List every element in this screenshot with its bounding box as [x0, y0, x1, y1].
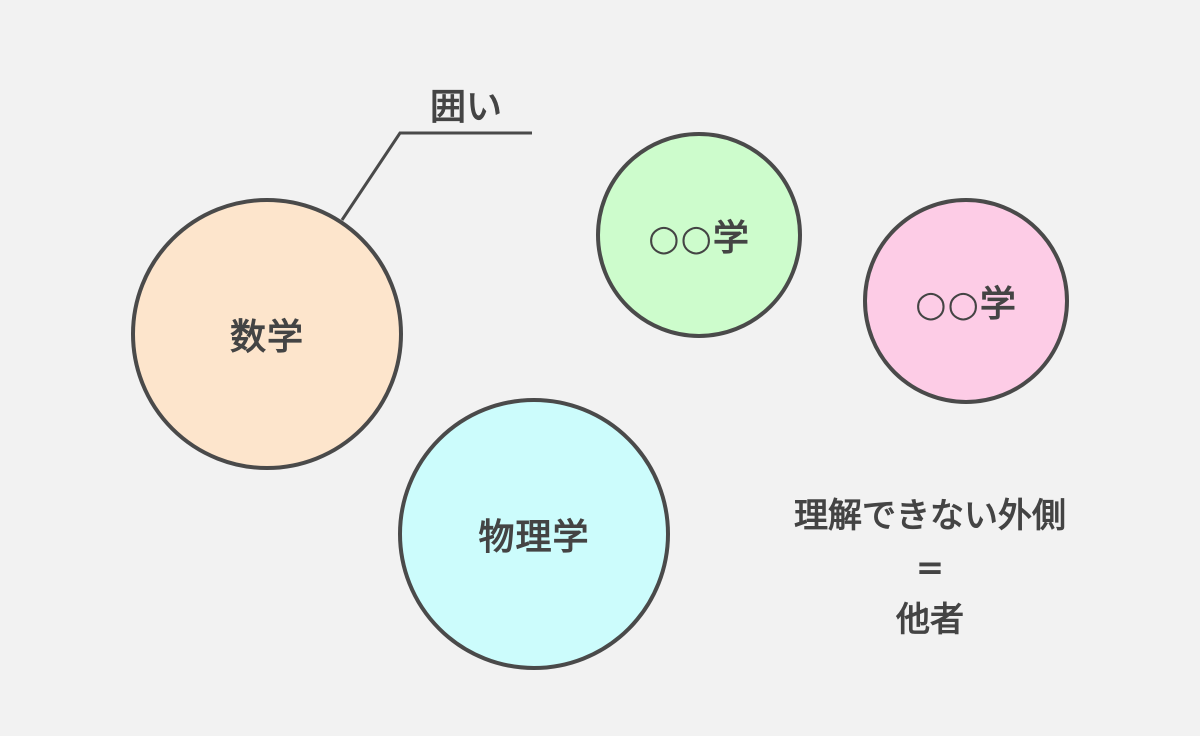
circle-math-label: 数学: [229, 317, 304, 358]
circle-green-placeholder: ○○: [648, 218, 713, 259]
circle-unknown-field-pink: ○○学: [863, 198, 1069, 404]
circle-pink-label: ○○学: [915, 275, 1017, 327]
circle-pink-placeholder: ○○: [915, 284, 980, 325]
caption-line-3: 他者: [896, 600, 964, 640]
circle-green-suffix: 学: [712, 218, 750, 259]
callout-leader-line: [340, 131, 532, 221]
circle-unknown-field-green: ○○学: [596, 132, 802, 338]
caption: 理解できない外側 = 他者: [740, 490, 1120, 646]
callout-label: 囲い: [429, 87, 502, 128]
caption-line-2: =: [915, 548, 945, 588]
circle-physics: 物理学: [398, 398, 670, 670]
caption-line-1: 理解できない外側: [794, 496, 1066, 536]
circle-physics-label: 物理学: [478, 517, 590, 558]
circle-math: 数学: [131, 198, 403, 470]
circle-pink-suffix: 学: [979, 284, 1017, 325]
circle-green-label: ○○学: [648, 209, 750, 261]
